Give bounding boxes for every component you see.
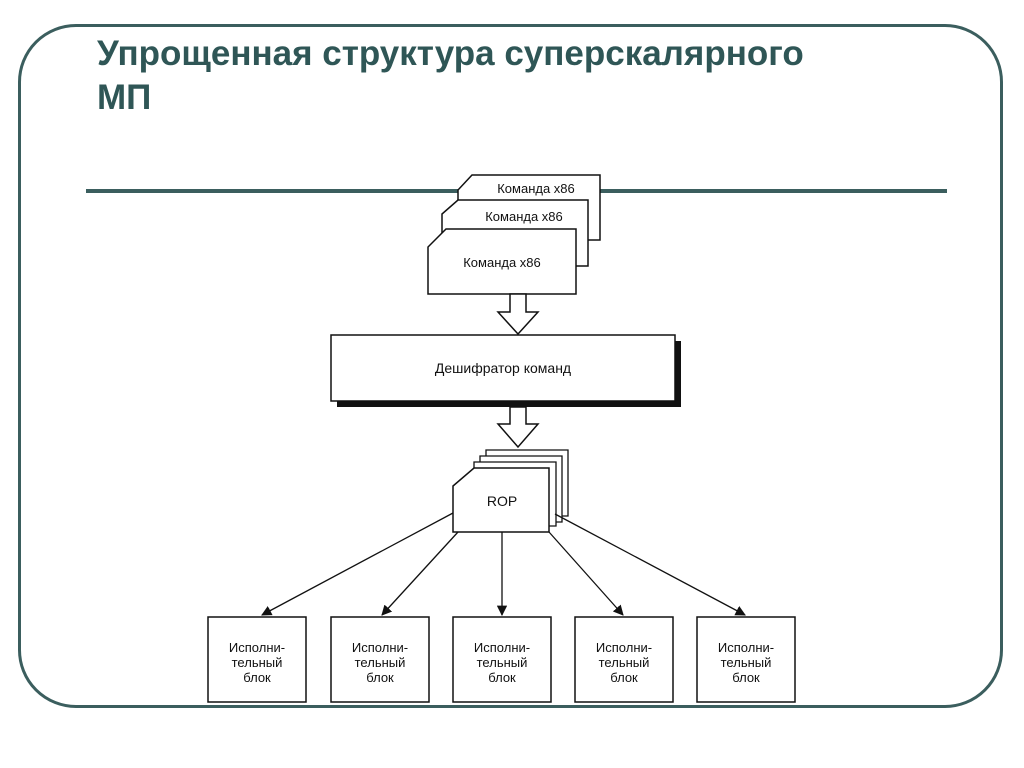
rop-label: ROP (487, 493, 517, 509)
unit-label-line: тельный (599, 655, 650, 670)
unit-label-line: Исполни- (596, 640, 652, 655)
instruction-label-front: Команда x86 (463, 255, 541, 270)
unit-label-line: Исполни- (229, 640, 285, 655)
unit-label-line: Исполни- (352, 640, 408, 655)
unit-label-line: блок (243, 670, 271, 685)
unit-label-line: Исполни- (474, 640, 530, 655)
unit-label-line: блок (488, 670, 516, 685)
decoder-label: Дешифратор команд (435, 360, 571, 376)
unit-label-line: тельный (232, 655, 283, 670)
unit-label-line: Исполни- (718, 640, 774, 655)
unit-label-line: тельный (355, 655, 406, 670)
rop-block: ROP (452, 449, 569, 533)
title-line-2: МП (97, 78, 152, 117)
execution-unit-4: Исполни- тельный блок (574, 616, 674, 703)
dispatch-arrows (261, 512, 746, 617)
unit-label-line: блок (366, 670, 394, 685)
unit-label-line: тельный (721, 655, 772, 670)
down-arrow-icon (496, 293, 540, 336)
down-arrow-icon (496, 406, 540, 449)
instruction-label-back: Команда x86 (497, 181, 575, 196)
execution-unit-3: Исполни- тельный блок (452, 616, 552, 703)
execution-unit-1: Исполни- тельный блок (207, 616, 307, 703)
unit-label-line: блок (732, 670, 760, 685)
instruction-card-front: Команда x86 (427, 228, 577, 295)
unit-label-line: блок (610, 670, 638, 685)
instruction-label-middle: Команда x86 (485, 209, 563, 224)
slide-title: Упрощенная структура суперскалярного МП (97, 32, 917, 120)
execution-unit-5: Исполни- тельный блок (696, 616, 796, 703)
unit-label-line: тельный (477, 655, 528, 670)
decoder-block: Дешифратор команд (330, 334, 681, 407)
title-line-1: Упрощенная структура суперскалярного (97, 34, 804, 73)
execution-unit-2: Исполни- тельный блок (330, 616, 430, 703)
slide-frame (18, 24, 1003, 708)
